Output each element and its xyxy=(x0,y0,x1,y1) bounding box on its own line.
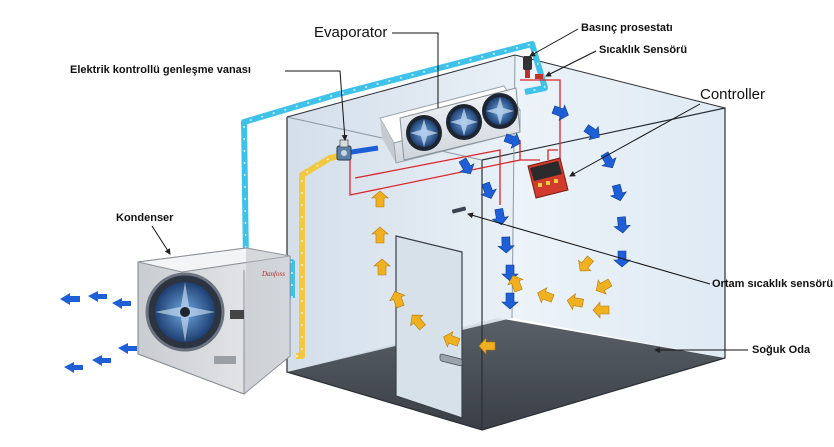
warm-air-arrow-icon xyxy=(595,278,613,295)
cold-air-arrow-icon xyxy=(501,292,519,310)
warm-air-arrow-icon xyxy=(537,287,555,304)
evaporator-fan-1-icon xyxy=(406,115,442,151)
liquid-pipe xyxy=(296,152,346,359)
cold-air-arrow-icon xyxy=(480,181,497,199)
label-expansion-valve: Elektrik kontrollü genleşme vanası xyxy=(70,64,251,76)
label-condenser: Kondenser xyxy=(116,212,174,224)
warm-air-arrow-icon xyxy=(507,275,524,293)
pressure-switch-icon xyxy=(523,56,532,78)
room-door xyxy=(395,235,463,419)
room-edges xyxy=(286,117,483,431)
label-leader-lines xyxy=(151,28,748,353)
cold-air-arrow-icon xyxy=(613,216,631,234)
condenser-brand-logo: Danfoss xyxy=(261,270,285,278)
label-cold-room: Soğuk Oda xyxy=(752,344,811,356)
right-wall xyxy=(512,55,725,358)
warm-air-arrow-icon xyxy=(578,255,594,272)
door-handle xyxy=(439,353,463,367)
condenser-exhaust-arrows xyxy=(60,291,137,373)
cold-air-arrow-icon xyxy=(583,124,600,141)
controller-box-icon xyxy=(527,157,569,199)
label-evaporator: Evaporator xyxy=(314,24,388,41)
warm-air-arrow-icon xyxy=(389,291,406,309)
warm-air-arrow-icon xyxy=(373,258,391,276)
warm-air-arrow-icon xyxy=(410,314,426,331)
label-controller: Controller xyxy=(700,86,766,103)
temp-sensor-icon xyxy=(535,74,543,79)
condenser-unit xyxy=(137,247,291,395)
cold-air-arrow-icon xyxy=(458,157,475,175)
warm-air-arrow-icon xyxy=(566,293,584,311)
cold-air-arrow-icon xyxy=(497,236,515,254)
warm-air-arrow-icon xyxy=(478,337,496,355)
cold-air-arrow-icon xyxy=(609,183,627,202)
cold-air-arrow-icon xyxy=(503,132,521,149)
label-temp-sensor: Sıcaklık Sensörü xyxy=(599,44,688,56)
evaporator-fan-3-icon xyxy=(482,93,518,129)
airflow-arrows xyxy=(371,104,631,355)
warm-air-arrow-icon xyxy=(371,190,389,208)
warm-air-arrow-icon xyxy=(371,226,389,244)
cold-air-arrow-icon xyxy=(551,104,569,121)
control-wiring xyxy=(349,79,561,205)
cold-air-arrow-icon xyxy=(600,151,617,169)
warm-air-arrow-icon xyxy=(592,301,610,319)
expansion-valve-icon xyxy=(336,139,352,161)
ambient-sensor-icon xyxy=(451,206,467,214)
warm-air-arrow-icon xyxy=(443,331,461,348)
label-ambient-sensor: Ortam sıcaklık sensörü xyxy=(712,278,834,290)
evaporator-fan-2-icon xyxy=(446,104,482,140)
label-pressure-switch: Basınç prosestatı xyxy=(581,22,673,34)
